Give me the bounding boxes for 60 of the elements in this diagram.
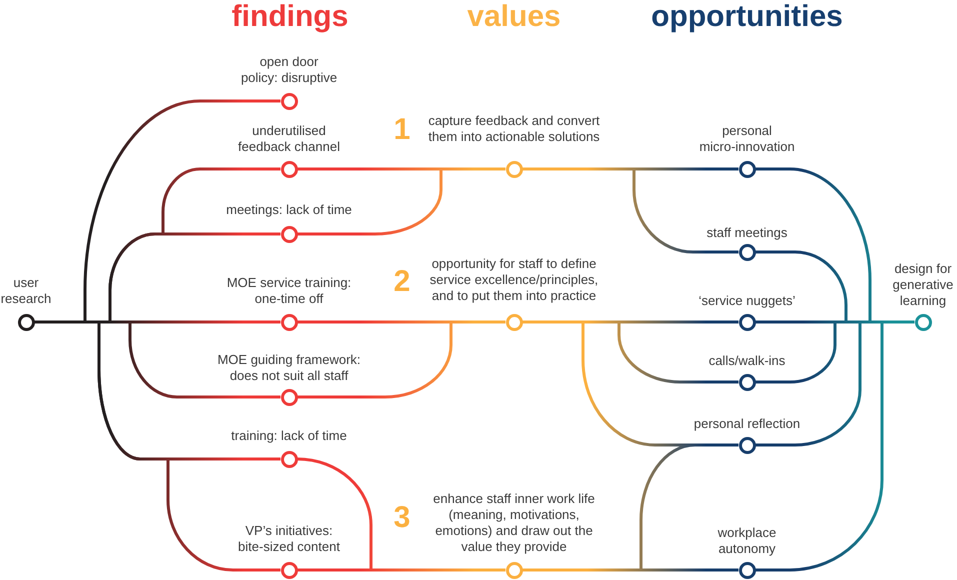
station-label: workplace autonomy (716, 525, 778, 557)
station-label: MOE guiding framework: does not suit all staff (216, 352, 362, 384)
station-label: staff meetings (706, 225, 788, 241)
route-line (99, 320, 110, 324)
route-line (128, 322, 280, 398)
route-line (756, 168, 872, 322)
route-line (756, 322, 862, 446)
route-line (84, 100, 280, 322)
station-label: personal micro-innovation (698, 123, 796, 155)
route-line (522, 568, 641, 572)
station-label: underutilised feedback channel (237, 123, 341, 155)
route-line (451, 320, 506, 324)
station-label: VP’s initiatives: bite-sized content (237, 523, 341, 555)
station-label: enhance staff inner work life (meaning, motivations, emotions) and draw out the value they provide (432, 491, 596, 555)
station-label: opportunity for staff to define service excellence/principles, and to put them into practice (428, 256, 600, 304)
route-line (641, 568, 738, 572)
route-line (34, 320, 85, 324)
route-line (835, 320, 846, 324)
route-line (756, 320, 835, 324)
route-line (298, 322, 452, 398)
route-line (860, 320, 870, 324)
route-line (882, 320, 914, 324)
column-heading: opportunities (651, 0, 843, 34)
station-label: calls/walk-ins (708, 353, 786, 369)
route-line (870, 320, 882, 324)
column-heading: findings (232, 0, 348, 34)
station-label: ‘service nuggets’ (698, 293, 796, 309)
step-number: 3 (392, 503, 412, 533)
station-label: open door policy: disruptive (240, 54, 338, 86)
route-line (298, 320, 451, 324)
step-number: 2 (392, 267, 412, 297)
route-line (85, 320, 99, 324)
route-line (618, 322, 738, 384)
route-line (441, 168, 506, 170)
route-line (632, 169, 738, 254)
station-label: design for generative learning (892, 261, 954, 309)
route-line (522, 320, 583, 324)
step-number: 1 (392, 115, 412, 145)
station-label: MOE service training: one-time off (226, 275, 352, 307)
route-line (130, 320, 280, 324)
route-line (756, 322, 836, 384)
route-line (756, 322, 884, 572)
station-label: user research (0, 275, 52, 307)
station-label: training: lack of time (230, 428, 348, 444)
route-line (371, 568, 506, 572)
route-line (298, 168, 441, 170)
route-line (583, 320, 619, 324)
route-line (110, 320, 130, 324)
route-line (634, 168, 738, 170)
route-line (522, 168, 634, 170)
station-label: meetings: lack of time (225, 202, 353, 218)
station-label: capture feedback and convert them into actionable solutions (427, 113, 601, 145)
route-line (298, 568, 371, 572)
route-line (846, 320, 860, 324)
route-line (297, 458, 372, 570)
column-heading: values (467, 0, 561, 34)
route-line (756, 250, 848, 322)
route-line (298, 169, 442, 236)
route-line (619, 320, 738, 324)
station-label: personal reflection (692, 416, 802, 432)
